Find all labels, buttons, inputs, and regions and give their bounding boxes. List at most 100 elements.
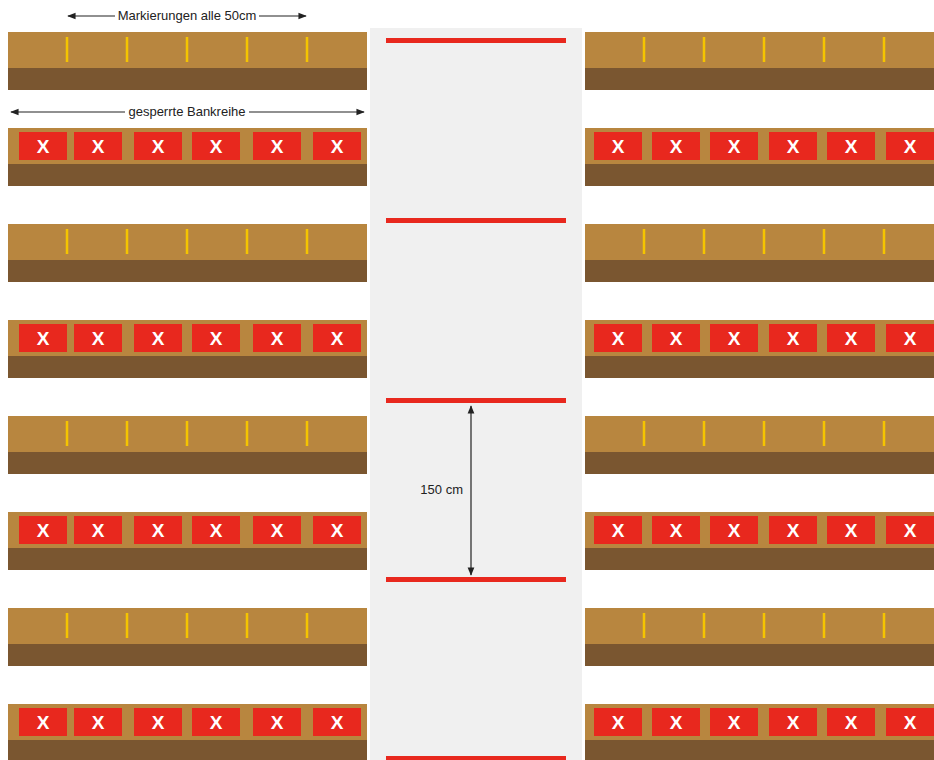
pew-rows [8, 32, 934, 760]
seat-cross: X [845, 521, 858, 540]
blocked-seat: X [313, 324, 361, 352]
seat-cross: X [37, 137, 50, 156]
blocked-seat: X [710, 516, 758, 544]
seat-cross: X [787, 329, 800, 348]
seat-cross: X [670, 713, 683, 732]
blocked-seat: X [74, 132, 122, 160]
blocked-seat: X [192, 708, 240, 736]
seat-cross: X [210, 713, 223, 732]
blocked-seat: X [886, 132, 934, 160]
seat-cross: X [37, 521, 50, 540]
seat-cross: X [670, 137, 683, 156]
blocked-seat: X [313, 708, 361, 736]
seat-cross: X [728, 713, 741, 732]
seat-cross: X [904, 521, 917, 540]
blocked-seat: X [710, 132, 758, 160]
seat-cross: X [904, 329, 917, 348]
blocked-seat: X [19, 708, 67, 736]
aisle [370, 28, 582, 760]
blocked-seat: X [192, 516, 240, 544]
blocked-seat: X [652, 708, 700, 736]
blocked-seat: X [192, 324, 240, 352]
blocked-seat: X [886, 516, 934, 544]
seat-cross: X [728, 329, 741, 348]
seat-cross: X [37, 329, 50, 348]
seat-cross: X [670, 521, 683, 540]
blocked-seat: X [710, 324, 758, 352]
seat-cross: X [787, 521, 800, 540]
blocked-seat: X [594, 132, 642, 160]
blocked-seat: X [652, 324, 700, 352]
seat-cross: X [271, 329, 284, 348]
seat-cross: X [37, 713, 50, 732]
seat-cross: X [92, 713, 105, 732]
blocked-seat: X [769, 708, 817, 736]
blocked-seat: X [652, 132, 700, 160]
blocked-seat: X [886, 324, 934, 352]
seat-cross: X [845, 329, 858, 348]
seat-cross: X [331, 521, 344, 540]
blocked-seat: X [134, 708, 182, 736]
seat-cross: X [92, 137, 105, 156]
seat-cross: X [612, 713, 625, 732]
blocked-seat: X [594, 708, 642, 736]
seat-cross: X [612, 329, 625, 348]
blocked-seat: X [769, 132, 817, 160]
blocked-seat: X [74, 708, 122, 736]
blocked-seat: X [769, 516, 817, 544]
seat-cross: X [904, 137, 917, 156]
seat-cross: X [331, 329, 344, 348]
seat-cross: X [787, 713, 800, 732]
seat-cross: X [904, 713, 917, 732]
blocked-seat: X [313, 132, 361, 160]
seat-cross: X [210, 329, 223, 348]
dimension-label: 150 cm [417, 482, 466, 498]
blocked-seat: X [594, 516, 642, 544]
blocked-seat: X [827, 324, 875, 352]
blocked-seat: X [253, 324, 301, 352]
blocked-seat: X [253, 708, 301, 736]
seat-cross: X [92, 521, 105, 540]
seat-cross: X [152, 137, 165, 156]
blocked-seat: X [253, 132, 301, 160]
blocked-seat: X [74, 516, 122, 544]
distance-lines [386, 38, 566, 760]
blocked-seat: X [710, 708, 758, 736]
blocked-row-note: gesperrte Bankreihe [125, 104, 248, 120]
seat-cross: X [612, 137, 625, 156]
blocked-seat: X [827, 132, 875, 160]
seat-cross: X [92, 329, 105, 348]
seat-cross: X [728, 137, 741, 156]
seat-cross: X [845, 137, 858, 156]
blocked-seat: X [74, 324, 122, 352]
blocked-seat: X [827, 708, 875, 736]
seat-cross: X [271, 713, 284, 732]
blocked-seat: X [827, 516, 875, 544]
seat-cross: X [670, 329, 683, 348]
blocked-seat: X [886, 708, 934, 736]
blocked-seat: X [313, 516, 361, 544]
dimension-arrows [11, 16, 471, 575]
seat-cross: X [152, 521, 165, 540]
seat-cross: X [152, 713, 165, 732]
blocked-seat: X [192, 132, 240, 160]
blocked-seat: X [134, 132, 182, 160]
blocked-seat: X [134, 324, 182, 352]
blocked-seat: X [652, 516, 700, 544]
seat-cross: X [331, 137, 344, 156]
seat-cross: X [152, 329, 165, 348]
blocked-seat: X [19, 516, 67, 544]
seat-cross: X [210, 521, 223, 540]
seat-cross: X [331, 713, 344, 732]
seat-cross: X [728, 521, 741, 540]
blocked-seat: X [594, 324, 642, 352]
seat-cross: X [271, 521, 284, 540]
seat-cross: X [845, 713, 858, 732]
seat-cross: X [612, 521, 625, 540]
blocked-seat: X [253, 516, 301, 544]
blocked-seat: X [19, 132, 67, 160]
marking-note: Markierungen alle 50cm [115, 8, 260, 24]
blocked-seat: X [769, 324, 817, 352]
seat-cross: X [271, 137, 284, 156]
